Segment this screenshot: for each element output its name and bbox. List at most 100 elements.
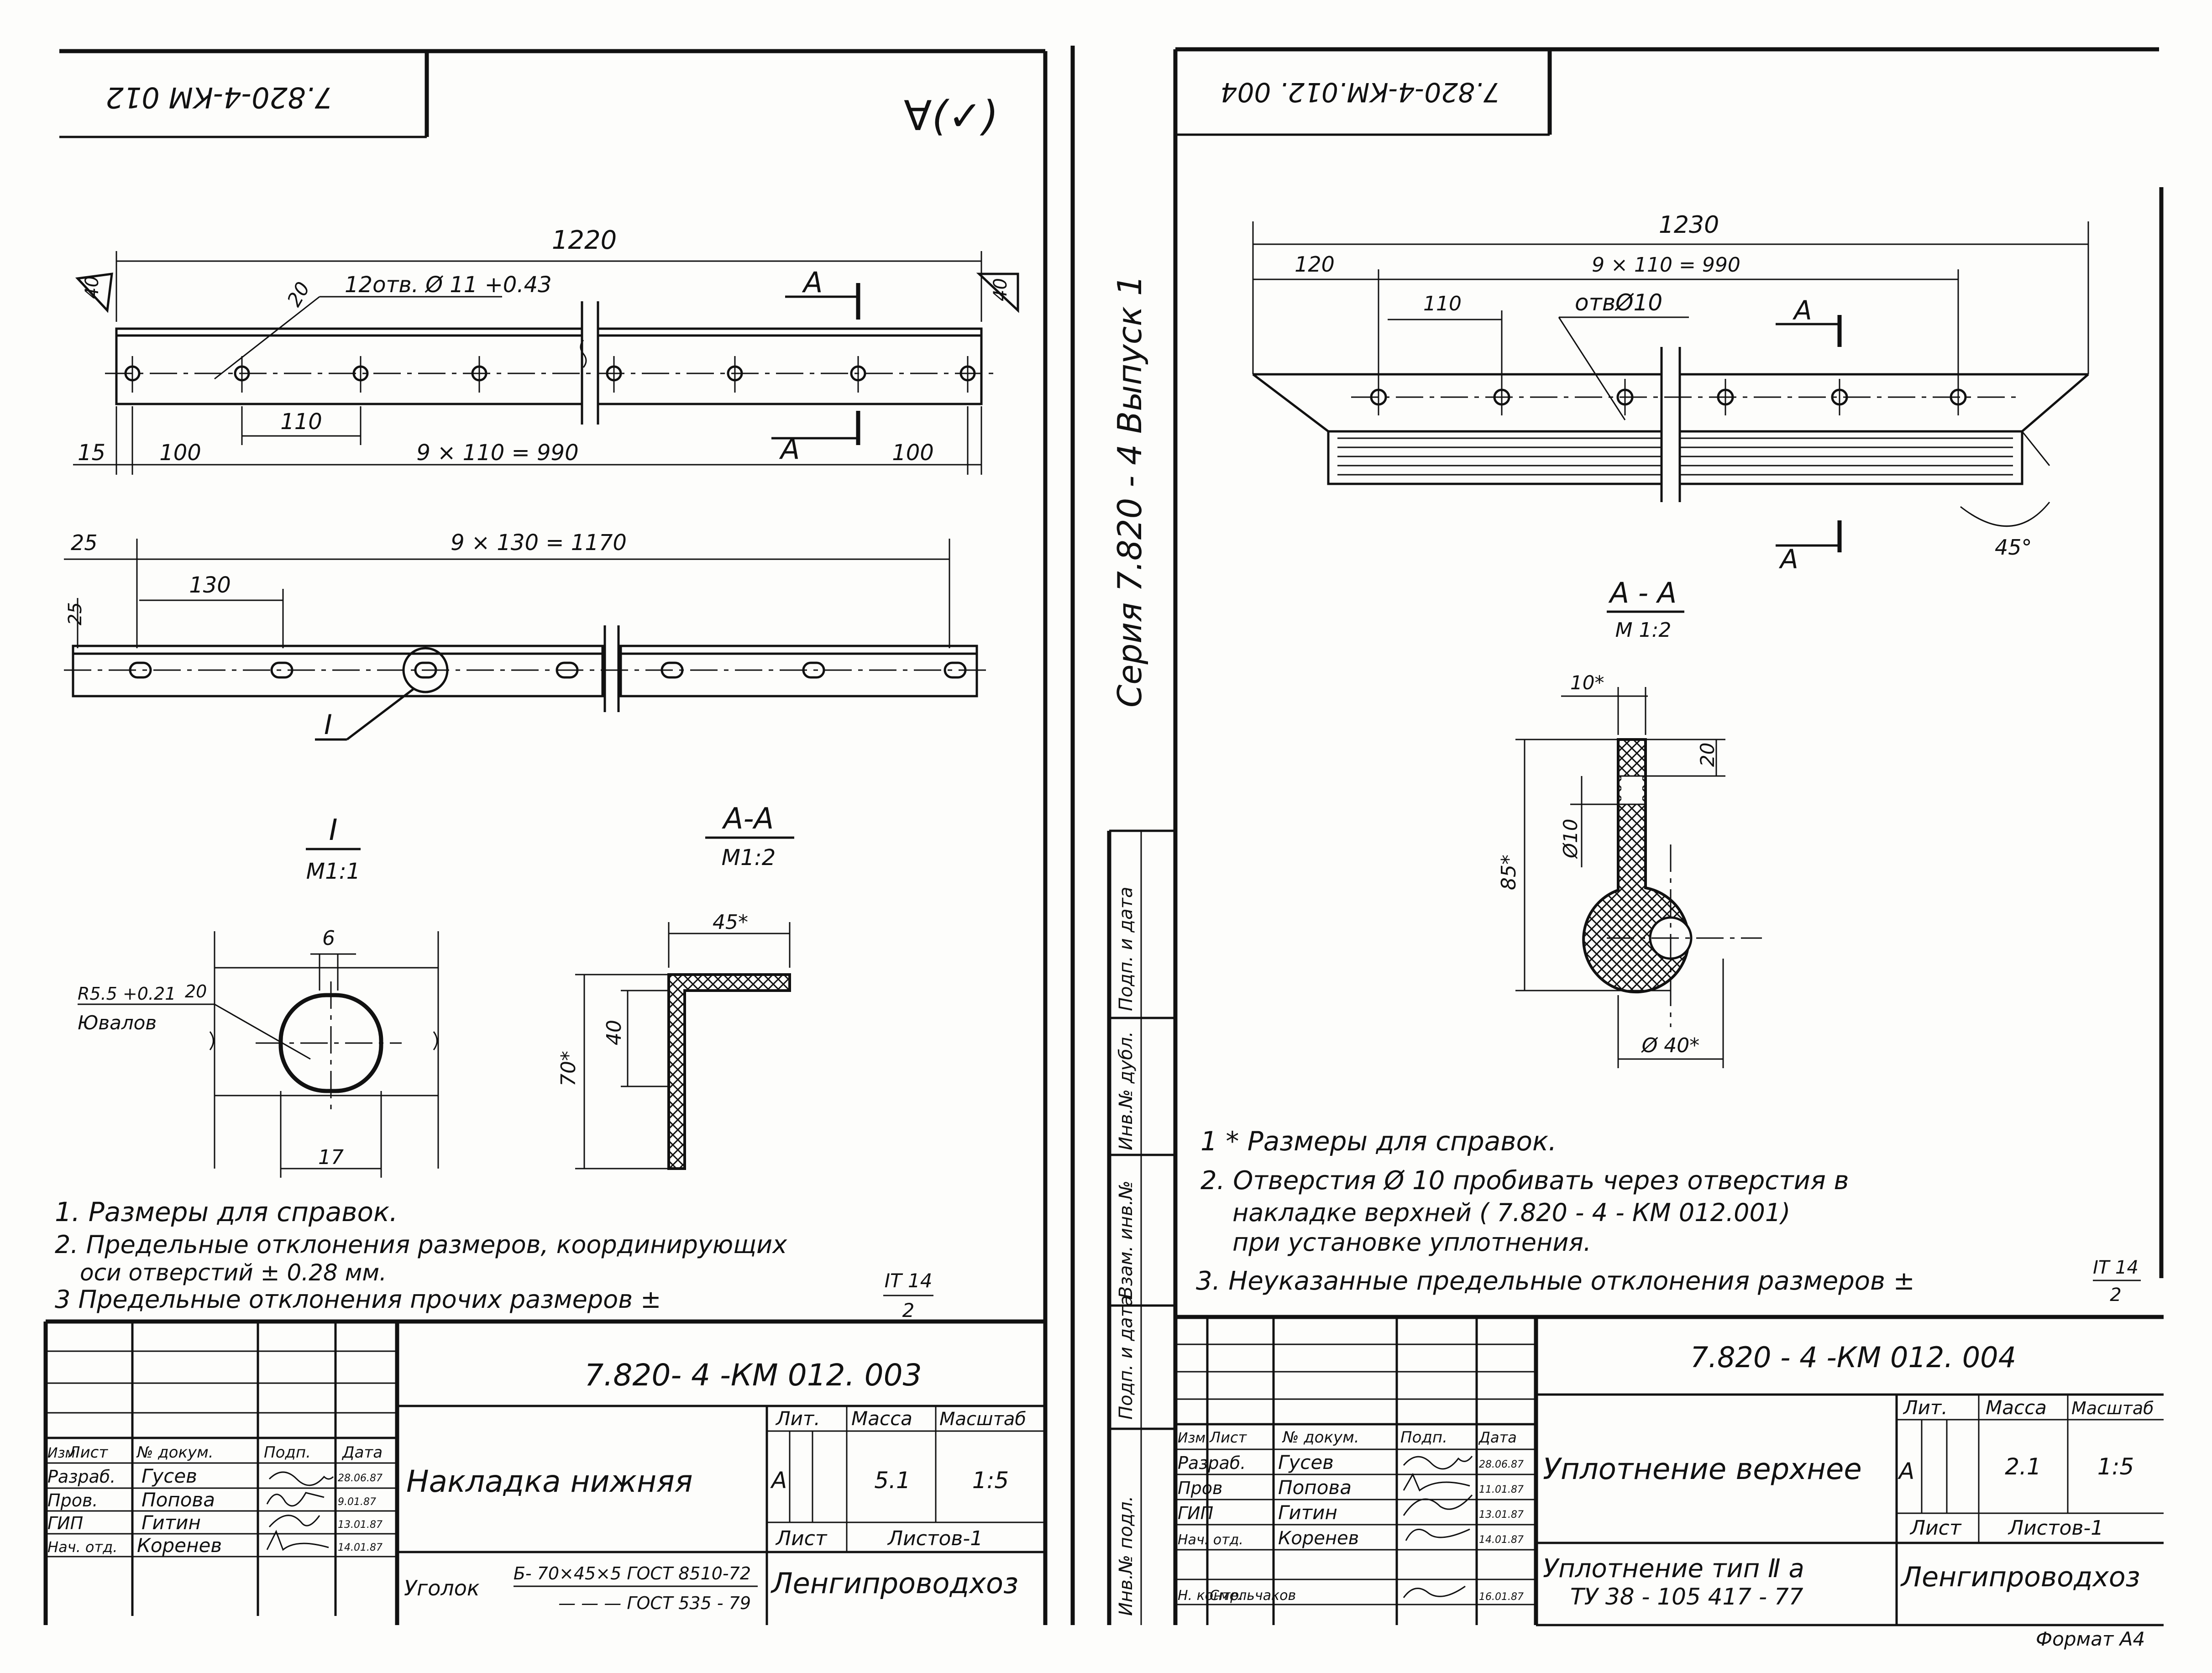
left-person-3: Коренев [137, 1534, 222, 1557]
right-date-0: 28.06.87 [1479, 1459, 1524, 1470]
left-section-AA-scale: М1:2 [722, 845, 776, 871]
right-section-diameter: Ø 40* [1641, 1034, 1700, 1057]
left-signature-0 [268, 1471, 334, 1486]
right-note-3-den: 2 [2110, 1285, 2121, 1306]
left-role-1: Пров. [47, 1490, 98, 1510]
strip-label-3: Инв.№ дубл. [1116, 1031, 1137, 1150]
left-sheet-label: Лист [775, 1527, 828, 1550]
right-role-0: Разраб. [1178, 1453, 1246, 1473]
right-section-thickness: 10* [1570, 671, 1604, 694]
left-role-0: Разраб. [47, 1467, 115, 1487]
right-role-3: Нач. отд. [1178, 1532, 1243, 1548]
left-section-height-40: 40 [603, 1020, 626, 1045]
detail-I-width-6: 6 [322, 927, 335, 950]
left-signature-1 [266, 1492, 325, 1507]
right-signature-4 [1403, 1585, 1466, 1598]
dim-1220: 1220 [552, 226, 617, 255]
dim-25-edge: 25 [71, 530, 98, 555]
holes-note: 12отв. Ø 11 +0.43 [345, 272, 552, 298]
right-lit-value: А [1897, 1458, 1914, 1484]
left-notes: 1. Размеры для справок. 2. Предельные от… [55, 1196, 933, 1322]
dim-25-height: 25 [65, 602, 86, 625]
right-date-3: 14.01.87 [1479, 1534, 1524, 1546]
right-material-spec: ТУ 38 - 105 417 - 77 [1570, 1584, 1803, 1610]
left-detail-I: I М1:1 6 17 R5.5 +0.21 20 Ювалов [78, 813, 439, 1178]
right-note-1: 1 * Размеры для справок. [1200, 1126, 1557, 1157]
right-material-name: Уплотнение тип Ⅱ а [1543, 1554, 1804, 1584]
left-person-0: Гусев [142, 1465, 197, 1487]
left-company: Ленгипроводхоз [771, 1567, 1018, 1600]
right-mass-label: Масса [1986, 1396, 2047, 1419]
right-section-AA-scale: М 1:2 [1615, 619, 1672, 642]
left-material-spec: Б- 70×45×5 ГОСТ 8510-72 [514, 1563, 751, 1584]
left-hdr-date: Дата [341, 1443, 383, 1462]
left-scale-label: Масштаб [939, 1409, 1026, 1430]
right-scale-value: 1:5 [2097, 1453, 2134, 1480]
dim-990: 9 × 110 = 990 [416, 440, 578, 466]
elevation-slots [129, 647, 967, 693]
right-hdr-list: Лист [1209, 1429, 1247, 1446]
right-note-2c: при установке уплотнения. [1232, 1228, 1591, 1257]
strip-label-1: Подп. и дата [1116, 1295, 1137, 1420]
left-lit-value: А [770, 1467, 787, 1494]
right-section-height-20: 20 [1696, 743, 1719, 767]
right-section-hole: Ø10 [1559, 818, 1582, 859]
right-sheet: 7.820-4-КМ.012. 004 1230 120 9 × 110 = 9… [1173, 47, 2164, 1650]
left-hdr-sign: Подп. [264, 1443, 311, 1462]
left-note-2a: 2. Предельные отклонения размеров, коорд… [55, 1230, 787, 1259]
angle-left-40: 40 [82, 276, 103, 299]
hole-note-10: отвØ10 [1575, 289, 1662, 316]
plan-holes [124, 356, 976, 393]
right-mass-value: 2.1 [2005, 1453, 2041, 1480]
dim-100-right: 100 [892, 440, 934, 466]
left-section-AA: А-А М1:2 45* 70* 40 [557, 802, 794, 1170]
right-date-1: 11.01.87 [1479, 1484, 1524, 1495]
left-date-2: 13.01.87 [338, 1519, 383, 1531]
left-date-0: 28.06.87 [338, 1473, 383, 1484]
left-mass-value: 5.1 [874, 1467, 911, 1494]
left-sheets-label: Листов-1 [887, 1527, 983, 1550]
detail-ref-I: I [324, 709, 332, 741]
strip-label-4: Подп. и дата [1116, 887, 1137, 1011]
left-note-3-num: IT 14 [885, 1269, 933, 1292]
left-note-2b: оси отверстий ± 0.28 мм. [80, 1259, 387, 1286]
strip-label-2: Взам. инв.№ [1116, 1180, 1137, 1299]
right-person-0: Гусев [1278, 1451, 1334, 1474]
right-plan-view: 1230 120 9 × 110 = 990 110 отвØ10 А [1252, 211, 2089, 575]
dim-110: 110 [280, 409, 322, 435]
left-role-2: ГИП [47, 1513, 83, 1533]
left-elevation-view: 25 9 × 130 = 1170 130 25 [64, 530, 991, 741]
left-note-3-den: 2 [902, 1299, 915, 1322]
left-section-width: 45* [713, 911, 748, 934]
right-hdr-doc: № докум. [1282, 1428, 1359, 1447]
right-note-2b: накладке верхней ( 7.820 - 4 - КМ 012.00… [1232, 1198, 1790, 1227]
left-role-3: Нач. отд. [47, 1538, 117, 1556]
right-signature-3 [1405, 1528, 1470, 1541]
left-hdr-doc: № докум. [136, 1443, 214, 1462]
left-plan-view: 1220 40 40 12отв. Ø 11 +0.43 20 А [73, 226, 1019, 475]
dim-110-right: 110 [1423, 292, 1462, 315]
section-mark-a-bottom: А [779, 432, 800, 466]
right-person-4: Смельчаков [1210, 1588, 1296, 1604]
right-section-AA-title: А - А [1608, 576, 1677, 609]
right-date-2: 13.01.87 [1479, 1509, 1524, 1521]
right-doc-code: 7.820 - 4 -КМ 012. 004 [1690, 1341, 2016, 1374]
strip-label-0: Инв.№ подл. [1116, 1496, 1137, 1616]
series-text: Серия 7.820 - 4 Выпуск 1 [1111, 275, 1149, 708]
angle-45: 45° [1995, 535, 2032, 560]
left-hdr-izm: Изм [47, 1445, 75, 1461]
left-person-2: Гитин [142, 1511, 201, 1534]
right-role-4: Н. контр. [1178, 1588, 1243, 1604]
left-section-height-70: 70* [557, 1051, 580, 1086]
section-mark-a-bottom-right: А [1778, 544, 1798, 575]
dim-120: 120 [1295, 252, 1335, 277]
right-stamp-code: 7.820-4-КМ.012. 004 [1221, 77, 1500, 108]
left-date-3: 14.01.87 [338, 1542, 383, 1553]
right-role-2: ГИП [1178, 1503, 1213, 1523]
right-person-3: Коренев [1278, 1528, 1359, 1549]
dim-1230: 1230 [1659, 211, 1719, 239]
left-material-spec2: — — — ГОСТ 535 - 79 [558, 1593, 751, 1613]
left-title-block: 7.820- 4 -КМ 012. 003 Изм Лист № докум. … [43, 1319, 1045, 1625]
right-hdr-izm: Изм [1178, 1430, 1206, 1446]
